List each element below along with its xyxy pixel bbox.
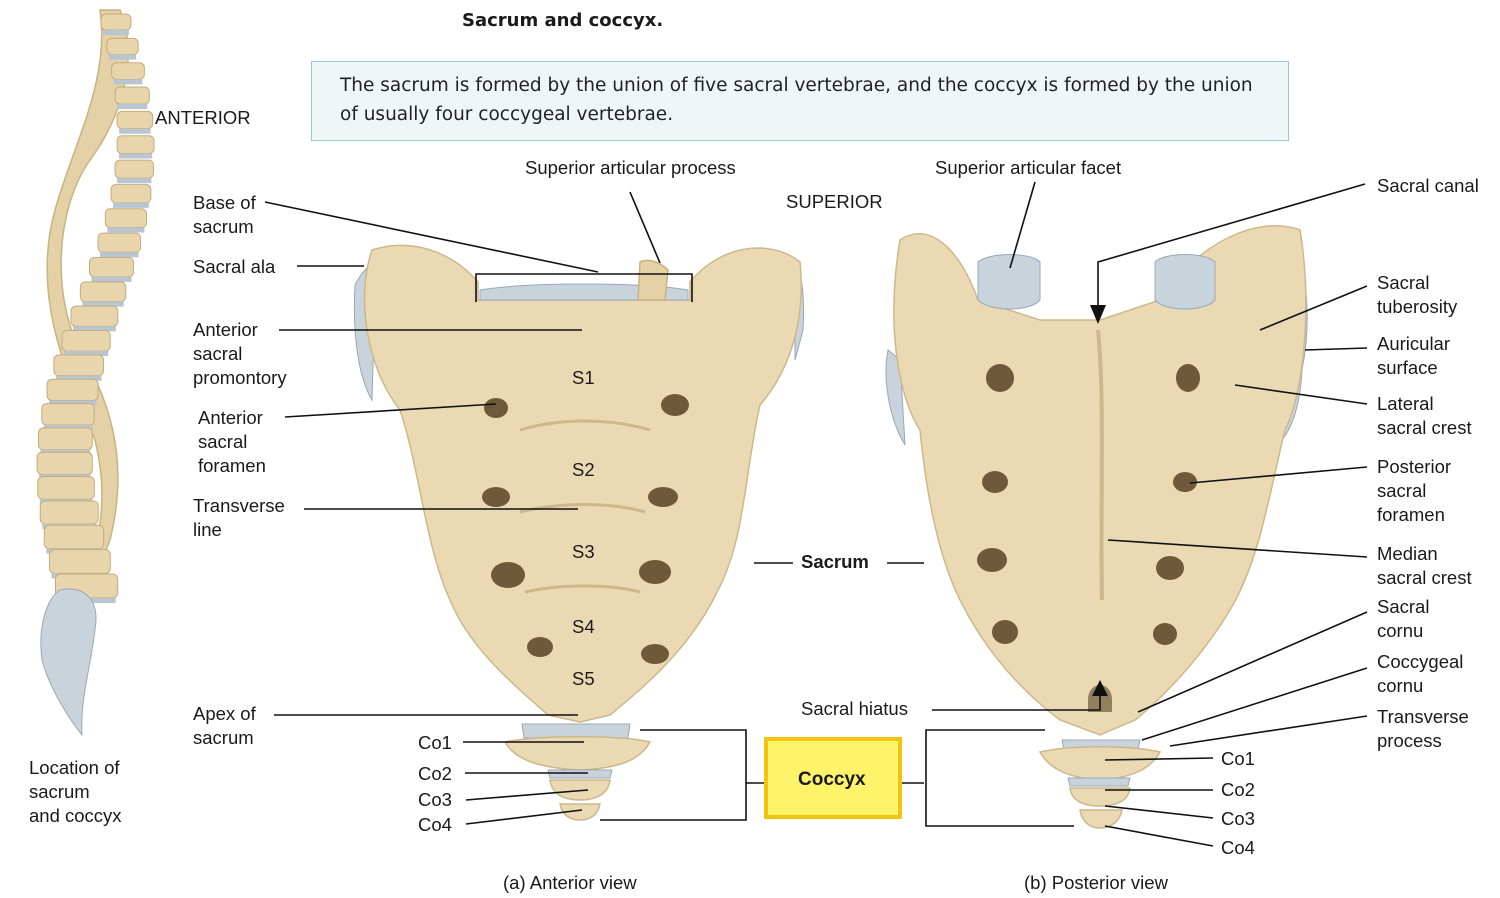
coccyx-highlight-box [764,737,902,819]
vertebra [111,62,145,80]
label-posterior-co2: Co2 [1221,779,1255,800]
vertebra [39,500,99,525]
intervertebral-disc [91,276,132,282]
segment-s4: S4 [572,616,595,637]
intervertebral-disc [113,202,149,208]
segment-s2: S2 [572,459,595,480]
vertebra [106,37,139,56]
vertebra [114,86,150,105]
vertebra [61,330,111,352]
intervertebral-disc [119,153,153,159]
label-transverse-process: Transverse process [1377,706,1469,751]
label-anterior-sacral-promontory: Anterior sacral promontory [193,319,287,388]
intervertebral-disc [64,351,109,357]
label-sacrum: Sacrum [801,551,869,572]
label-lateral-sacral-crest: Lateral sacral crest [1377,393,1472,438]
anterior-leaders [264,191,1074,827]
anterior-sacrum [353,244,805,821]
label-posterior-co4: Co4 [1221,837,1255,858]
caption-box: The sacrum is formed by the union of fiv… [311,61,1289,141]
figure-title: Sacrum and coccyx. [462,10,664,31]
spine-illustration [36,9,155,737]
intervertebral-disc [119,128,151,134]
segment-s3: S3 [572,541,595,562]
label-sacral-tuberosity: Sacral tuberosity [1377,272,1458,317]
label-coccygeal-cornu: Coccygeal cornu [1377,651,1464,696]
label-apex-of-sacrum: Apex of sacrum [193,703,256,748]
label-anterior-co3: Co3 [418,789,452,810]
vertebra [46,378,99,401]
vertebra [79,281,127,303]
label-anterior-co2: Co2 [418,763,452,784]
label-posterior-co3: Co3 [1221,808,1255,829]
label-sacral-ala: Sacral ala [193,256,276,277]
vertebra [88,256,134,278]
vertebra [116,110,154,130]
label-sacral-cornu: Sacral cornu [1377,596,1430,641]
vertebra [114,159,154,179]
label-posterior-co1: Co1 [1221,748,1255,769]
segment-s1: S1 [572,367,595,388]
label-auricular-surface: Auricular surface [1377,333,1450,378]
segment-s5: S5 [572,668,595,689]
label-superior-articular-facet: Superior articular facet [935,157,1122,178]
vertebra [37,476,95,500]
vertebra [41,403,95,426]
vertebra [116,135,155,154]
caption-anterior-view: (a) Anterior view [503,872,637,893]
intervertebral-disc [107,227,145,233]
intervertebral-disc [113,79,143,85]
intervertebral-disc [102,30,129,35]
intervertebral-disc [82,301,124,307]
label-superior-articular-process: Superior articular process [525,157,736,178]
vertebra [37,427,93,451]
intervertebral-disc [117,178,152,184]
superior-orientation-label: SUPERIOR [786,191,883,212]
label-anterior-sacral-foramen: Anterior sacral foramen [198,407,266,476]
vertebra [49,549,111,574]
intervertebral-disc [108,54,137,60]
intervertebral-disc [55,375,102,381]
posterior-sacrum [885,225,1308,829]
label-sacral-hiatus: Sacral hiatus [801,698,908,719]
label-median-sacral-crest: Median sacral crest [1377,543,1472,588]
caption-posterior-view: (b) Posterior view [1024,872,1168,893]
vertebra [43,524,105,550]
vertebra [110,183,152,204]
vertebra [70,305,119,327]
label-anterior-co4: Co4 [418,814,452,835]
spine-caption: Location of sacrum and coccyx [29,757,122,826]
vertebra [53,354,104,377]
intervertebral-disc [117,104,148,110]
vertebra [97,232,142,253]
vertebra [100,13,132,31]
intervertebral-disc [99,252,139,258]
intervertebral-disc [49,400,97,406]
vertebra [36,451,93,476]
intervertebral-disc [73,326,116,332]
label-transverse-line: Transverse line [193,495,285,540]
label-base-of-sacrum: Base of sacrum [193,192,256,237]
posterior-leaders [932,181,1368,847]
anterior-orientation-label: ANTERIOR [155,107,251,128]
label-coccyx: Coccyx [798,769,866,790]
label-sacral-canal: Sacral canal [1377,175,1479,196]
label-posterior-sacral-foramen: Posterior sacral foramen [1377,456,1452,525]
vertebra [104,208,147,229]
label-anterior-co1: Co1 [418,732,452,753]
